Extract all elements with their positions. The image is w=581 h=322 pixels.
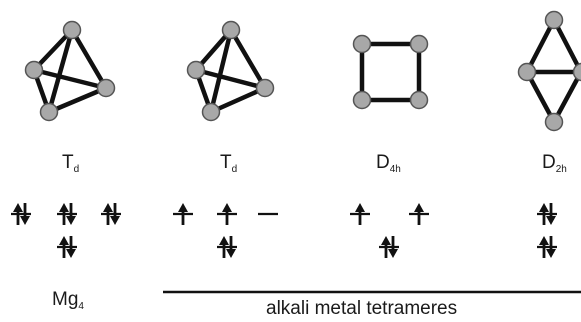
molecule-mg4-tetrahedron: [24, 20, 116, 122]
orbital-single: [173, 203, 193, 225]
orbital-paired: [11, 203, 31, 225]
symmetry-label: D4h: [376, 152, 401, 175]
bond: [46, 27, 75, 115]
spin-down-arrow: [226, 236, 236, 258]
spin-down-arrow: [66, 203, 76, 225]
spin-up-arrow: [355, 203, 365, 225]
spin-down-arrow: [66, 236, 76, 258]
orbital-single: [217, 203, 237, 225]
atoms: [186, 20, 275, 122]
bond: [228, 27, 268, 91]
bond: [69, 27, 109, 91]
atom: [409, 90, 429, 110]
mg4-label: Mg4: [52, 289, 84, 312]
bond: [551, 69, 581, 125]
atom: [255, 78, 275, 98]
spin-up-arrow: [59, 236, 69, 258]
spin-down-arrow: [110, 203, 120, 225]
orbital-paired: [57, 203, 77, 225]
orbital-paired: [57, 236, 77, 258]
atom: [24, 60, 44, 80]
bond: [524, 17, 557, 75]
atom: [39, 102, 59, 122]
spin-down-arrow: [546, 203, 556, 225]
atoms: [517, 10, 581, 132]
spin-up-arrow: [103, 203, 113, 225]
orbital-paired: [217, 236, 237, 258]
atom: [201, 102, 221, 122]
atom: [544, 10, 564, 30]
molecule-alkali-tetrahedron: [186, 20, 275, 122]
bond: [551, 17, 581, 75]
orbital-occupancy: [11, 203, 557, 258]
bond: [193, 67, 268, 91]
atom: [221, 20, 241, 40]
bond: [208, 27, 234, 115]
bonds: [524, 17, 581, 125]
orbital-paired: [101, 203, 121, 225]
bond: [524, 69, 557, 125]
atom: [572, 62, 581, 82]
molecule-square: [352, 34, 429, 110]
spin-up-arrow: [59, 203, 69, 225]
atom: [62, 20, 82, 40]
spin-up-arrow: [381, 236, 391, 258]
orbital-paired: [537, 203, 557, 225]
atoms: [24, 20, 116, 122]
atom: [96, 78, 116, 98]
spin-up-arrow: [539, 203, 549, 225]
symmetry-label: D2h: [542, 152, 567, 175]
atom: [544, 112, 564, 132]
orbital-paired: [379, 236, 399, 258]
symmetry-label: Td: [62, 152, 79, 175]
spin-up-arrow: [178, 203, 188, 225]
atom: [352, 90, 372, 110]
atoms: [352, 34, 429, 110]
atom: [409, 34, 429, 54]
spin-down-arrow: [546, 236, 556, 258]
symmetry-label: Td: [220, 152, 237, 175]
atom: [186, 60, 206, 80]
square-bonds: [359, 41, 422, 103]
atom: [517, 62, 537, 82]
bond: [208, 85, 268, 115]
bonds: [31, 27, 109, 115]
spin-up-arrow: [222, 203, 232, 225]
spin-up-arrow: [414, 203, 424, 225]
bond: [46, 85, 109, 115]
atom: [352, 34, 372, 54]
orbital-single: [409, 203, 429, 225]
spin-up-arrow: [13, 203, 23, 225]
spin-up-arrow: [219, 236, 229, 258]
spin-up-arrow: [539, 236, 549, 258]
molecule-rhombus: [517, 10, 581, 132]
orbital-single: [350, 203, 370, 225]
bonds: [193, 27, 268, 115]
alkali-label: alkali metal tetrameres: [266, 298, 457, 319]
spin-down-arrow: [20, 203, 30, 225]
bond: [31, 67, 109, 91]
orbital-paired: [537, 236, 557, 258]
spin-down-arrow: [388, 236, 398, 258]
